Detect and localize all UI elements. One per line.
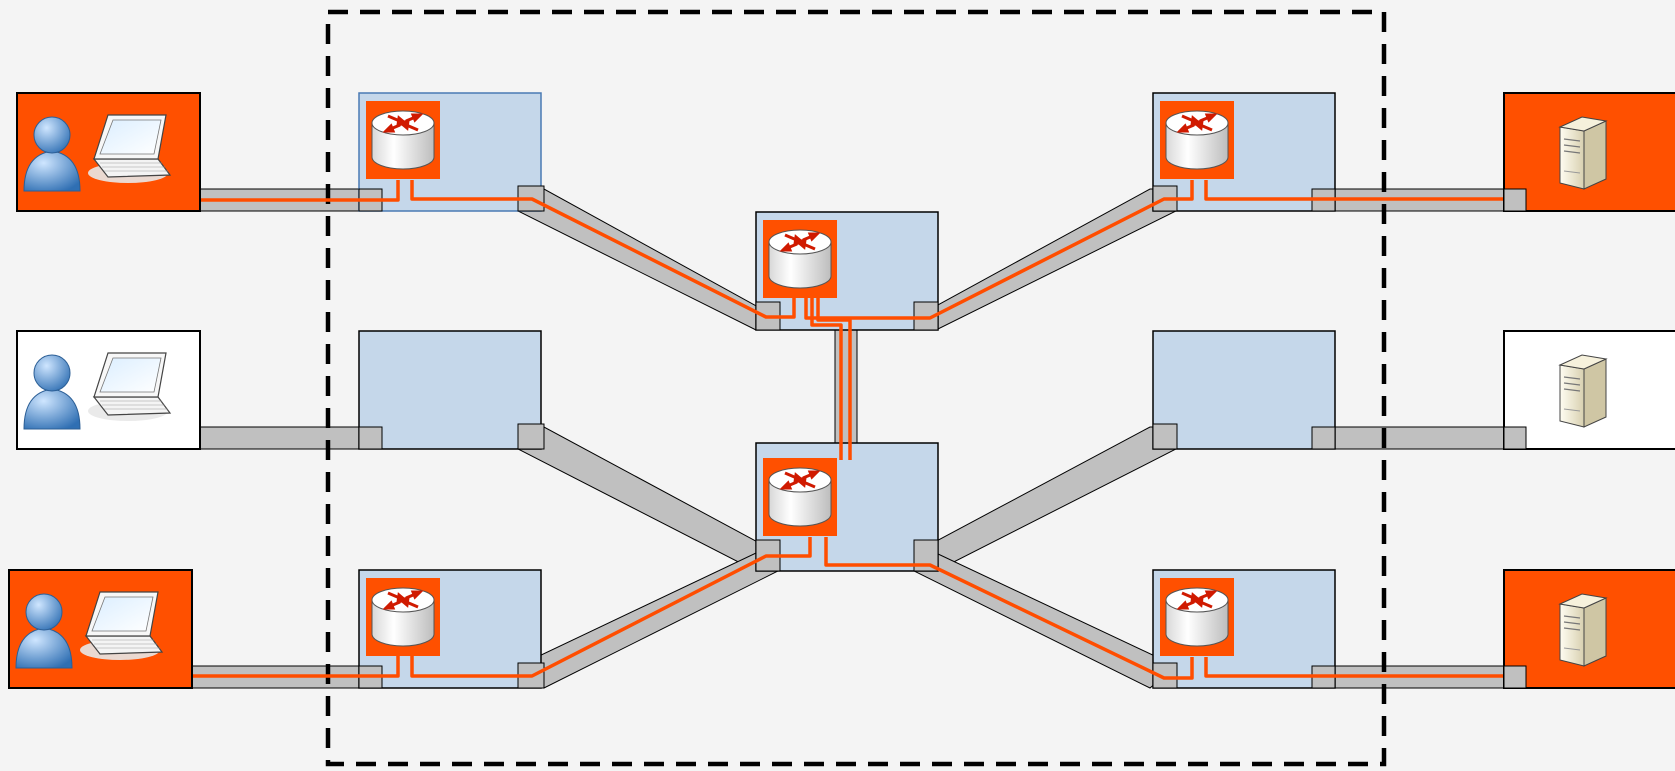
path-top-left-client [178, 180, 400, 202]
client-middle [16, 330, 201, 450]
router-icon [364, 576, 442, 658]
server-tower-icon [1559, 354, 1607, 428]
path-bottom-left-core [410, 537, 812, 678]
path-top-right-server [1204, 180, 1520, 201]
path-top-core-right [804, 180, 1194, 320]
path-bottom-right-server [1204, 657, 1520, 678]
servers [1503, 92, 1675, 689]
edge-switch-right-middle [1152, 330, 1336, 450]
path-top-left-core [410, 180, 796, 319]
path-core-vertical-b [816, 298, 852, 460]
path-core-vertical-a [810, 298, 843, 460]
router-icon [1158, 99, 1236, 181]
switch-ports [358, 185, 1336, 689]
server-tower-icon [1559, 116, 1607, 190]
path-bottom-core-right [824, 537, 1194, 680]
server-bottom [1503, 569, 1675, 689]
clients [8, 92, 201, 689]
server-middle [1503, 330, 1675, 450]
router-icon [761, 218, 839, 300]
router-icon [1158, 576, 1236, 658]
network-boundary [325, 9, 1387, 767]
path-bottom-left-client [170, 656, 400, 678]
edge-switch-left-middle [358, 330, 542, 450]
client-top [16, 92, 201, 212]
router-icon [364, 99, 442, 181]
cable-client-middle [175, 426, 383, 450]
cable-server-middle [1311, 426, 1527, 450]
server-top [1503, 92, 1675, 212]
active-path [170, 180, 1520, 680]
server-tower-icon [1559, 593, 1607, 667]
router-icon [761, 456, 839, 538]
client-bottom [8, 569, 193, 689]
